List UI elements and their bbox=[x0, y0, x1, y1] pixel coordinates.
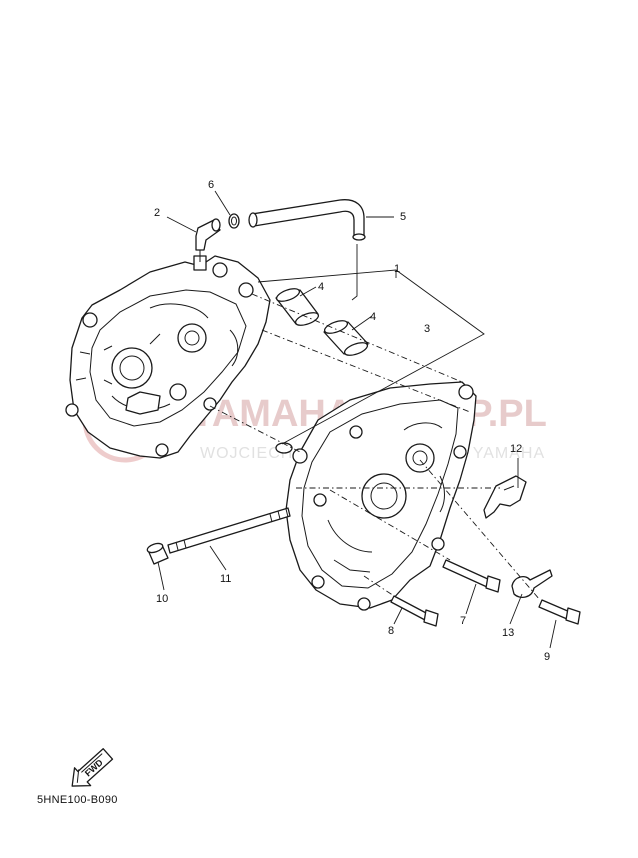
callout-9: 9 bbox=[544, 651, 550, 663]
callout-13: 13 bbox=[502, 627, 514, 639]
callout-11: 11 bbox=[220, 573, 231, 585]
dowel-pin-lower bbox=[323, 320, 369, 356]
callout-6: 6 bbox=[208, 179, 214, 191]
bolt-long bbox=[442, 559, 501, 593]
crankcase-right-half bbox=[285, 381, 477, 611]
stud-bolt bbox=[167, 507, 291, 554]
bolt-bracket bbox=[538, 599, 581, 625]
callout-1: 1 bbox=[394, 263, 400, 275]
leader-lines bbox=[157, 190, 557, 649]
bolt-short bbox=[390, 595, 439, 627]
stud-nut bbox=[146, 542, 169, 565]
callout-10: 10 bbox=[156, 593, 168, 605]
callout-7: 7 bbox=[460, 615, 466, 627]
callout-4b: 4 bbox=[370, 311, 376, 323]
callout-8: 8 bbox=[388, 625, 394, 637]
dowel-pin-upper bbox=[275, 288, 320, 326]
callout-bracket-1-3 bbox=[257, 269, 485, 445]
callout-2: 2 bbox=[154, 207, 160, 219]
hose-clamp bbox=[511, 569, 553, 599]
callout-3: 3 bbox=[424, 323, 430, 335]
breather-nipple bbox=[195, 218, 221, 262]
callout-5: 5 bbox=[400, 211, 406, 223]
breather-hose bbox=[248, 199, 366, 301]
bracket bbox=[483, 475, 527, 519]
dowel-pin-seat bbox=[275, 442, 293, 454]
callout-4a: 4 bbox=[318, 281, 324, 293]
crankcase-left-half bbox=[65, 255, 271, 459]
hose-clip bbox=[228, 213, 240, 229]
fwd-arrow: FWD bbox=[71, 748, 114, 787]
assembly-lines bbox=[209, 293, 541, 601]
callout-12: 12 bbox=[510, 443, 522, 455]
diagram-code: 5HNE100-B090 bbox=[37, 794, 118, 806]
